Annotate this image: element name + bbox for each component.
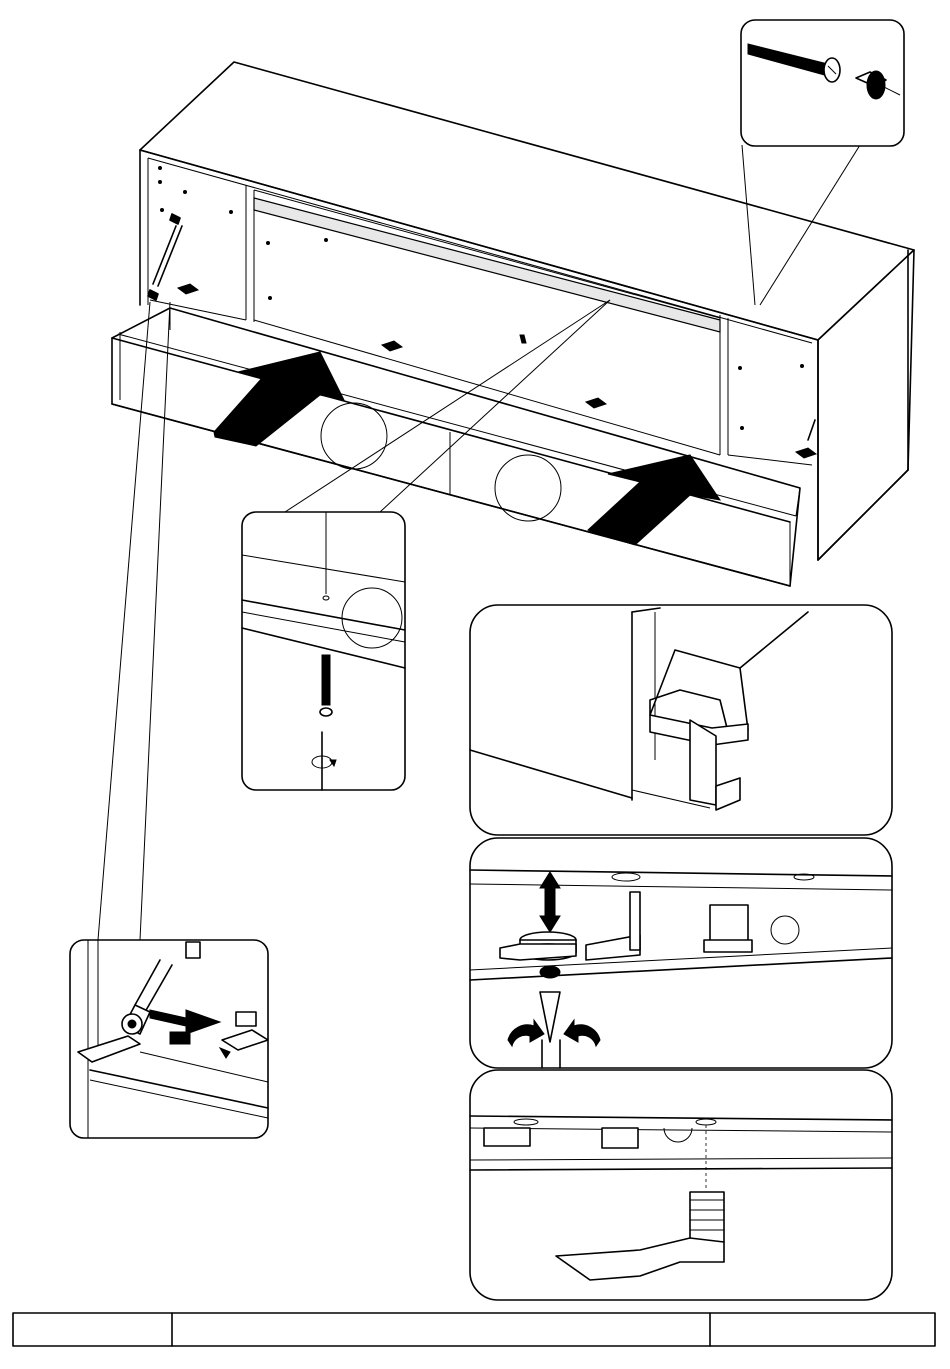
hinge-left-icon (148, 214, 198, 300)
hinge-mid-icon (382, 341, 402, 351)
footer-table (13, 1313, 935, 1346)
drawer-front (112, 308, 800, 586)
detail-height-adjust (470, 838, 892, 1068)
detail-drawer-clip (470, 605, 892, 835)
detail-hinge-piston (70, 940, 268, 1138)
runner-clip-icon (704, 905, 752, 952)
detail-release-lever (470, 1070, 892, 1300)
detail-back-screw (242, 512, 405, 790)
detail-screw-dowel (741, 20, 904, 146)
